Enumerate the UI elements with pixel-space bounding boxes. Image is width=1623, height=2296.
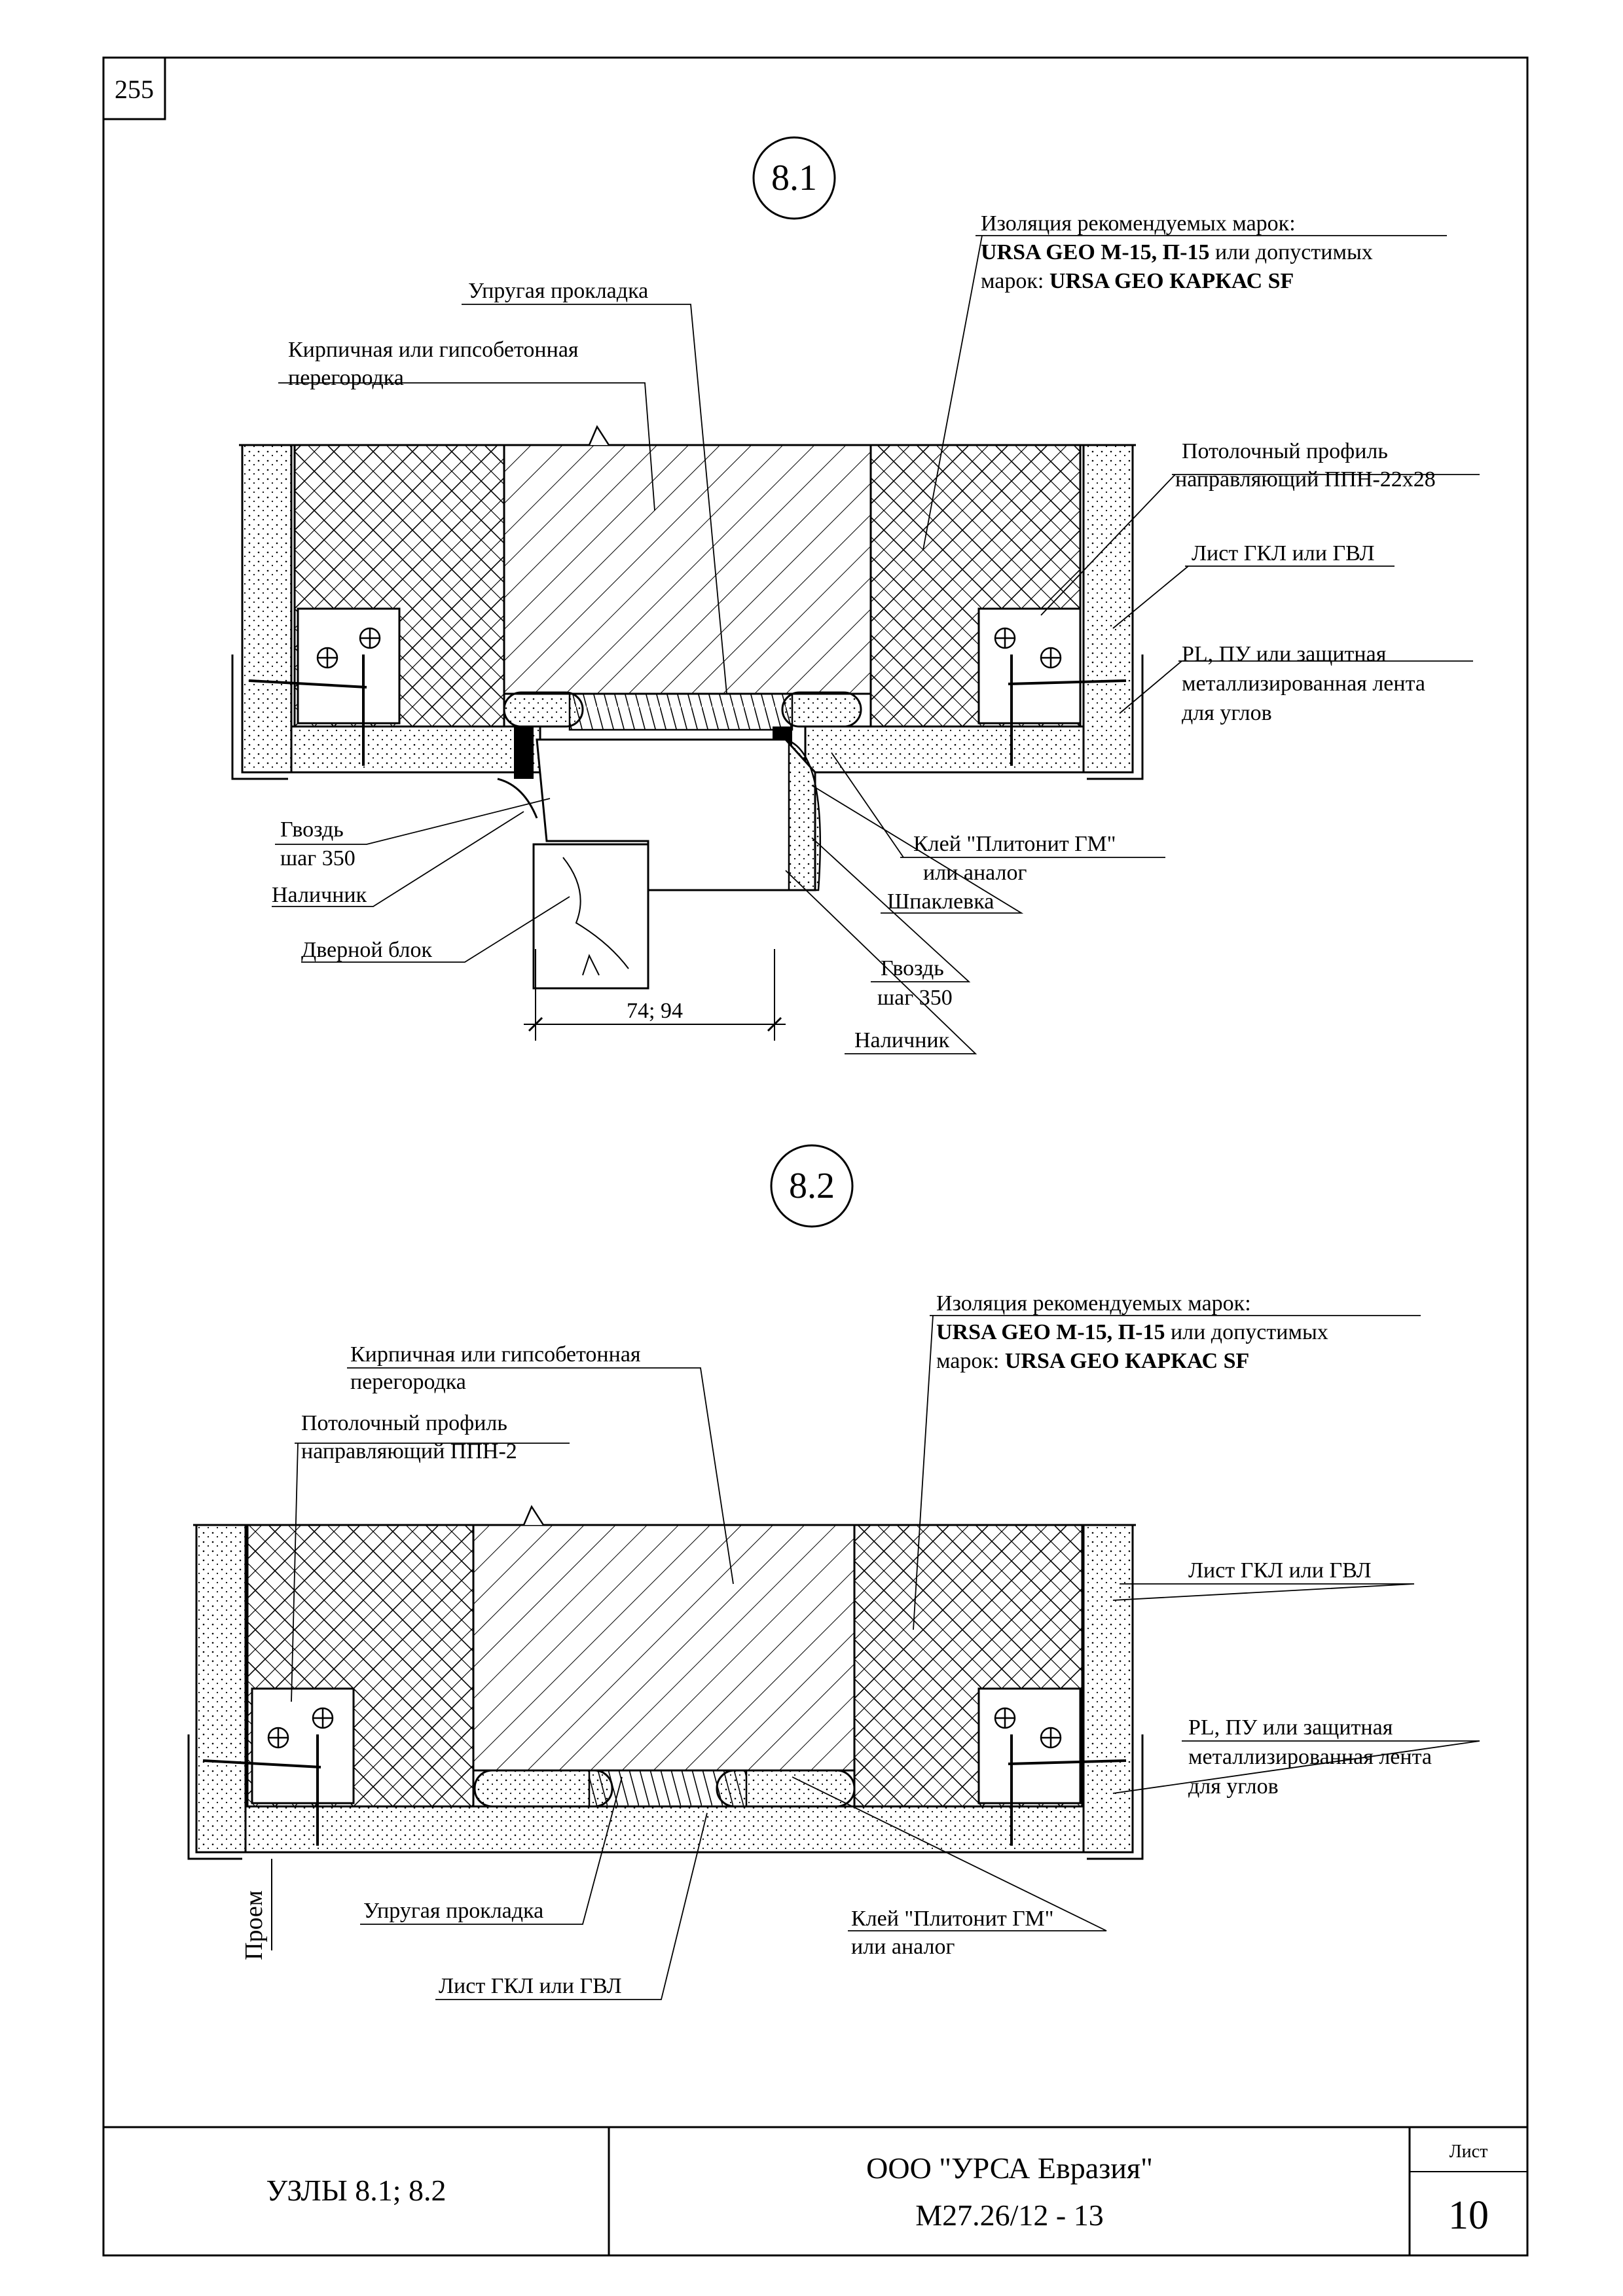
putty-label-8-1: Шпаклевка [887, 889, 994, 914]
screw-icons-8-2 [267, 1707, 1062, 1749]
bottom-board-8-2 [244, 1805, 1085, 1854]
tape-label-2-8-1: металлизированная лента [1182, 672, 1425, 696]
tape-right-8-1 [1087, 655, 1144, 780]
sheet-label-8-1: Лист ГКЛ или ГВЛ [1192, 541, 1375, 565]
node-marker-8-1 [752, 136, 836, 220]
tape-left-8-2 [187, 1734, 242, 1860]
profile-left-8-2 [251, 1687, 355, 1804]
profile-right-8-2 [977, 1687, 1082, 1804]
partition-label-2-8-1: перегородка [288, 366, 404, 390]
profile-left-8-1 [297, 607, 401, 725]
dim-tick-left-8-1 [528, 1016, 543, 1032]
break-mark-door-8-1 [582, 954, 600, 976]
insulation-label-3-8-2: марок: URSA GEO КАРКАС SF [936, 1349, 1249, 1373]
glue-right-8-2 [716, 1769, 856, 1808]
insulation-suffix-8-1: или допустимых [1209, 240, 1372, 264]
insulation-label-2-8-2: URSA GEO М-15, П-15 или допустимых [936, 1320, 1328, 1344]
sheet-frame [102, 56, 1529, 2257]
door-block-label-8-1: Дверной блок [301, 938, 432, 962]
tape-label-1-8-1: PL, ПУ или защитная [1182, 642, 1387, 666]
insulation-brand-8-2: URSA GEO М-15, П-15 [936, 1320, 1165, 1344]
partition-label-1-8-1: Кирпичная или гипсобетонная [288, 338, 579, 362]
nail-left-label-1-8-1: Гвоздь [280, 817, 344, 842]
profile-label-2-8-2: направляющий ППН-2 [301, 1439, 517, 1463]
gasket-label-8-2: Упругая прокладка [363, 1899, 543, 1923]
bottom-board-right-8-1 [804, 725, 1085, 774]
page-number-box [102, 56, 166, 120]
nail-right-label-2-8-1: шаг 350 [877, 986, 953, 1010]
page-number: 255 [115, 75, 154, 104]
insulation-label-3-8-1: марок: URSA GEO КАРКАС SF [981, 269, 1294, 293]
sheet-label: Лист [1450, 2142, 1488, 2162]
trim-right-label-8-1: Наличник [854, 1028, 950, 1052]
insulation-alt-brand-8-2: URSA GEO КАРКАС SF [1005, 1349, 1250, 1373]
node-8-1: 8.1 [231, 136, 1480, 1054]
nail-pad-left-8-1 [514, 726, 534, 779]
profile-label-1-8-2: Потолочный профиль [301, 1411, 507, 1435]
insulation-label-1-8-1: Изоляция рекомендуемых марок: [981, 211, 1296, 236]
nail-right-label-1-8-1: Гвоздь [881, 956, 944, 980]
node-marker-8-2 [770, 1144, 854, 1228]
left-board-8-1 [241, 444, 293, 774]
dimension-8-1: 74; 94 [627, 999, 683, 1023]
leader-lines-8-1 [272, 235, 1480, 1054]
trim-left-8-1 [497, 778, 538, 819]
glue-label-2-8-2: или аналог [851, 1935, 955, 1959]
tape-label-3-8-2: для углов [1188, 1774, 1279, 1799]
nail-left-label-2-8-1: шаг 350 [280, 846, 356, 870]
sheet-title: УЗЛЫ 8.1; 8.2 [266, 2174, 446, 2207]
partition-label-2-8-2: перегородка [350, 1370, 466, 1394]
insulation-prefix-8-2: марок: [936, 1349, 1005, 1373]
right-board-8-1 [1082, 444, 1134, 774]
break-mark-8-1 [588, 425, 610, 446]
insulation-label-1-8-2: Изоляция рекомендуемых марок: [936, 1291, 1251, 1316]
bottom-board-left-8-1 [290, 725, 541, 774]
putty-8-1 [785, 738, 822, 891]
node-id-8-1: 8.1 [771, 158, 817, 198]
insulation-alt-brand-8-1: URSA GEO КАРКАС SF [1049, 269, 1294, 293]
break-mark-8-2 [522, 1505, 545, 1526]
wood-grain-8-1 [562, 857, 629, 969]
partition-label-1-8-2: Кирпичная или гипсобетонная [350, 1342, 641, 1367]
glue-label-1-8-2: Клей "Плитонит ГМ" [851, 1907, 1054, 1931]
tape-label-3-8-1: для углов [1182, 701, 1272, 725]
insulation-brand-8-1: URSA GEO М-15, П-15 [981, 240, 1209, 264]
sheet-bottom-label-8-2: Лист ГКЛ или ГВЛ [439, 1974, 622, 1998]
insulation-label-2-8-1: URSA GEO М-15, П-15 или допустимых [981, 240, 1373, 264]
node-id-8-2: 8.2 [789, 1166, 835, 1206]
partition-8-1 [503, 444, 872, 695]
company-name: ООО "УРСА Евразия" [866, 2151, 1153, 2185]
partition-8-2 [472, 1524, 856, 1772]
left-board-8-2 [195, 1524, 247, 1854]
leader-lines-8-2 [291, 1315, 1480, 2000]
profile-label-1-8-1: Потолочный профиль [1182, 439, 1388, 463]
tape-label-1-8-2: PL, ПУ или защитная [1188, 1715, 1393, 1740]
glue-left-8-2 [473, 1769, 613, 1808]
profile-label-2-8-1: направляющий ППН-22x28 [1175, 467, 1436, 492]
gasket-8-1 [568, 692, 793, 731]
glue-right-8-1 [781, 691, 862, 728]
fastener-icons-8-2 [202, 1734, 1127, 1846]
fastener-icons-8-1 [248, 655, 1127, 766]
document-code: М27.26/12 - 13 [915, 2198, 1104, 2232]
profile-right-8-1 [977, 607, 1082, 725]
tape-right-8-2 [1087, 1734, 1144, 1860]
screw-icons-8-1 [316, 627, 1062, 669]
gasket-label-8-1: Упругая прокладка [468, 279, 648, 303]
sheet-right-label-8-2: Лист ГКЛ или ГВЛ [1188, 1558, 1372, 1583]
glue-label-2-8-1: или аналог [923, 861, 1027, 885]
tape-label-2-8-2: металлизированная лента [1188, 1745, 1432, 1769]
sheet-number: 10 [1448, 2193, 1489, 2238]
insulation-prefix-8-1: марок: [981, 269, 1049, 293]
dim-tick-right-8-1 [767, 1016, 782, 1032]
glue-label-1-8-1: Клей "Плитонит ГМ" [913, 832, 1116, 856]
insulation-suffix-8-2: или допустимых [1165, 1320, 1328, 1344]
node-8-2: 8.2 [187, 1144, 1480, 2000]
trim-left-label-8-1: Наличник [272, 883, 367, 907]
opening-label-8-2: Проем [240, 1890, 268, 1960]
tape-left-8-1 [231, 655, 288, 780]
right-board-8-2 [1082, 1524, 1134, 1854]
glue-left-8-1 [503, 691, 584, 728]
